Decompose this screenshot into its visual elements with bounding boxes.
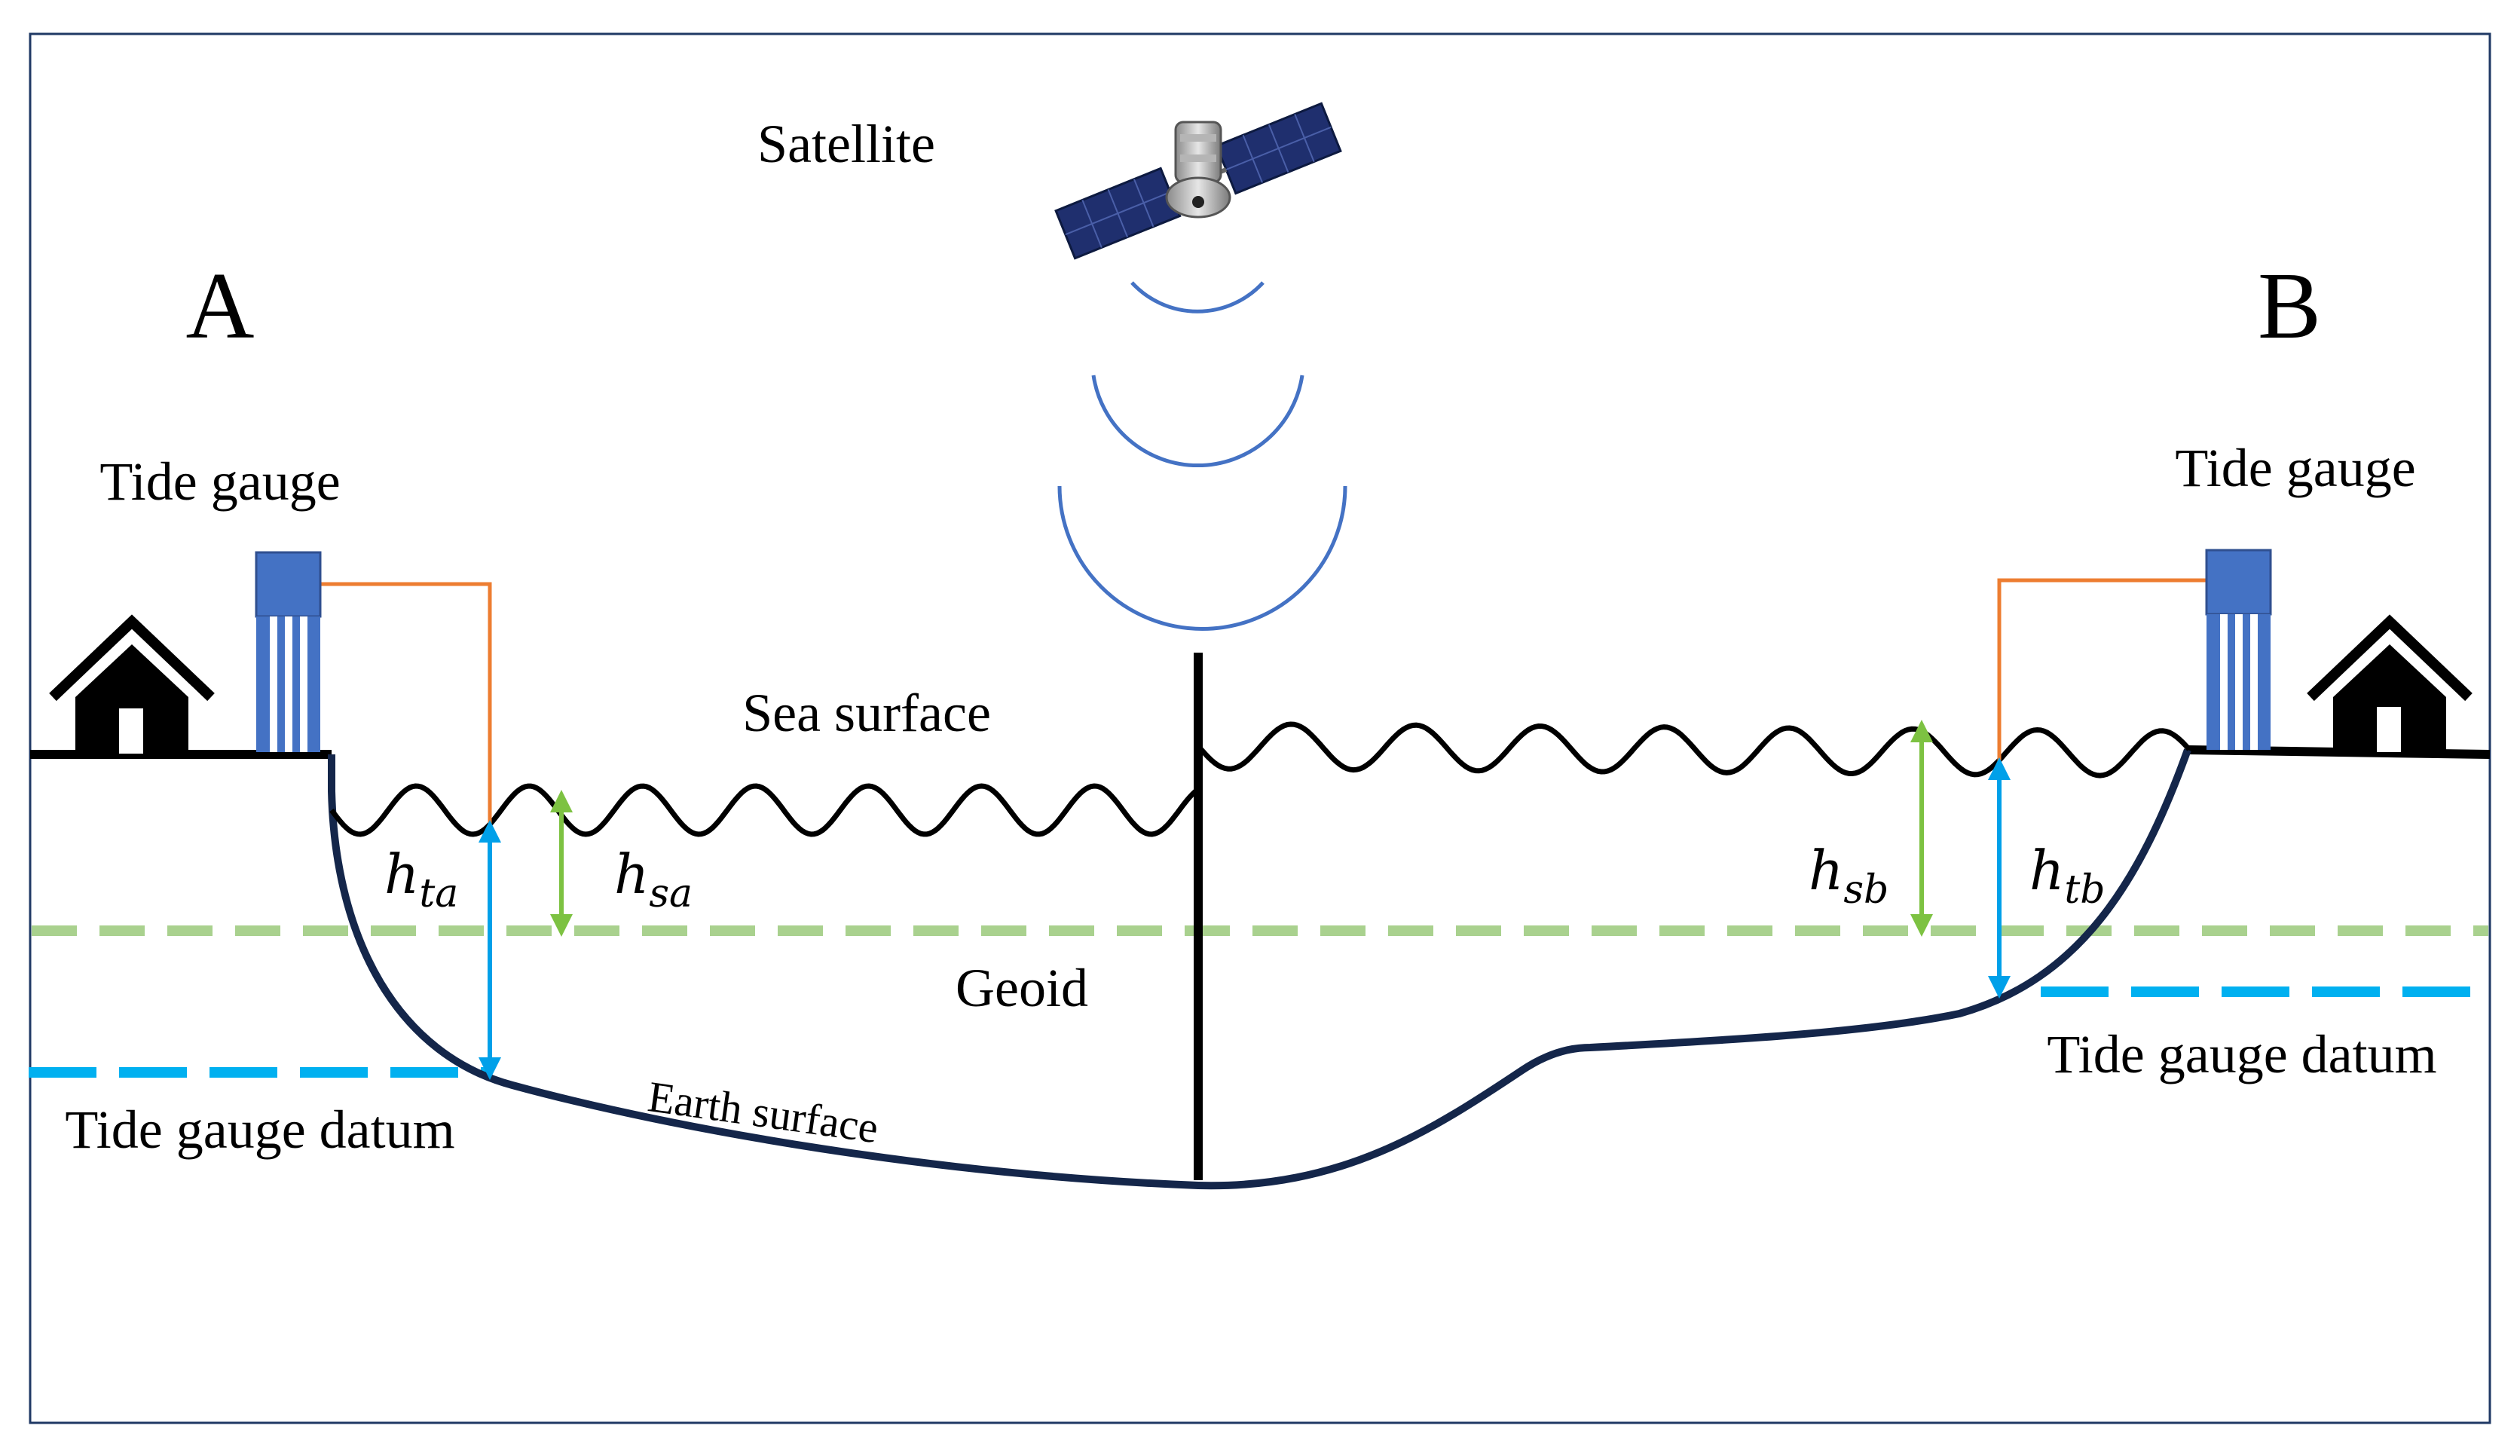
house-icon (49, 614, 215, 754)
sea-surface-label: Sea surface (742, 683, 991, 743)
earth-surface (328, 748, 2191, 1190)
h-sb-label: hsb (1809, 839, 1888, 913)
signal-waves (1057, 281, 1347, 631)
tide-gauge-datum-label-left: Tide gauge datum (65, 1100, 454, 1160)
satellite-icon (1054, 102, 1342, 260)
tide-gauge-label-left: Tide gauge (99, 451, 340, 512)
point-b-label: B (2258, 254, 2321, 359)
tide-gauge-datum-label-right: Tide gauge datum (2047, 1024, 2436, 1084)
house-icon (2307, 614, 2473, 752)
h-tb-label: htb (2029, 839, 2106, 913)
signal-wave-medium (1091, 375, 1304, 467)
tide-gauge-icon (1997, 549, 2272, 761)
signal-wave-large (1057, 485, 1347, 631)
tide-gauge-icon (255, 551, 492, 824)
sea-surface-right (1196, 721, 2191, 778)
point-a-label: A (186, 254, 255, 359)
figure-frame (29, 32, 2491, 1424)
sea-surface-left (329, 783, 1200, 837)
signal-wave-small (1130, 281, 1265, 314)
h-ta-label: hta (384, 843, 458, 916)
h-sa-label: hsa (614, 843, 693, 916)
satellite-label: Satellite (757, 114, 935, 174)
geoid-label: Geoid (956, 958, 1088, 1018)
tide-gauge-label-right: Tide gauge (2175, 438, 2415, 498)
